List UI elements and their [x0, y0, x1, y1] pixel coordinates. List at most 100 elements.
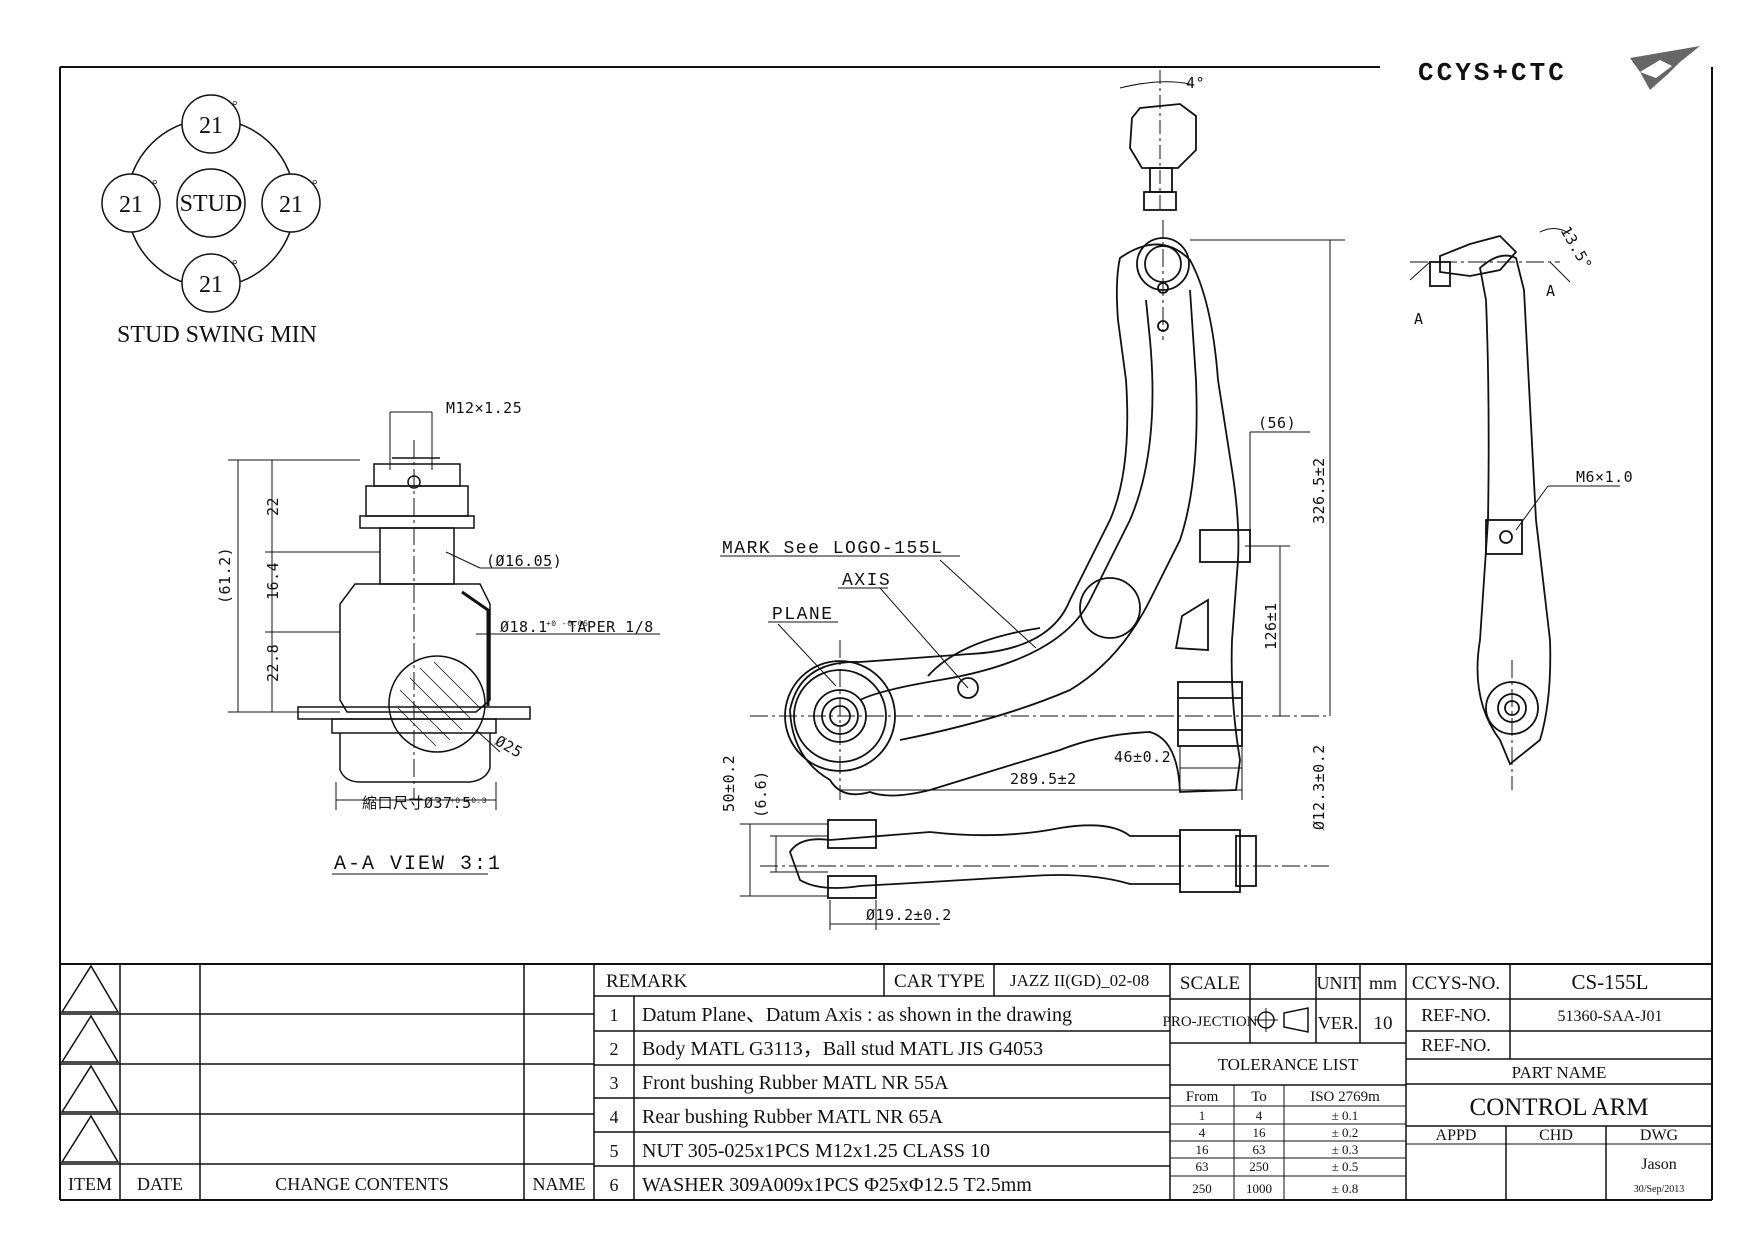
remark-title: REMARK [606, 971, 688, 992]
stud-swing-diagram [101, 94, 321, 313]
tol-header-iso: ISO 2769m [1310, 1089, 1380, 1105]
dwg-date: 30/Sep/2013 [1634, 1184, 1685, 1195]
dim-dia-12-3: Ø12.3±0.2 [1310, 744, 1328, 830]
plane-note: PLANE [772, 605, 834, 625]
mark-note: MARK See LOGO-155L [722, 539, 943, 559]
stud-swing-labels: STUD 21 21 21 21 ° ° ° ° STUD SWING MIN [117, 99, 318, 348]
tol-row5-from: 250 [1192, 1181, 1212, 1196]
part-name-value: CONTROL ARM [1470, 1094, 1649, 1121]
remark-no-4: 4 [610, 1107, 619, 1127]
tol-row1-from: 1 [1199, 1108, 1206, 1123]
side-view-dimensions: 50±0.2 (6.6) Ø19.2±0.2 [720, 755, 952, 924]
tol-row2-to: 16 [1253, 1125, 1267, 1140]
dwg-name: Jason [1641, 1156, 1677, 1173]
remark-no-5: 5 [610, 1141, 619, 1161]
axis-note: AXIS [842, 571, 891, 591]
dim-m6: M6×1.0 [1576, 468, 1633, 486]
remark-no-2: 2 [610, 1039, 619, 1059]
tol-row3-from: 16 [1196, 1142, 1210, 1157]
info-block [1170, 964, 1407, 1200]
tol-row4-to: 250 [1249, 1159, 1269, 1174]
tol-row1-iso: ± 0.1 [1332, 1108, 1359, 1123]
title-block-text: CCYS-NO. CS-155L REF-NO. 51360-SAA-J01 R… [1412, 970, 1684, 1195]
projection-label: PRO-JECTION [1162, 1014, 1257, 1030]
dim-crimp: 縮口尺寸Ø37.5 [362, 794, 472, 812]
drawing-border [59, 66, 1713, 1201]
remark-text-2: Body MATL G3113，Ball stud MATL JIS G4053 [642, 1038, 1043, 1060]
dim-6-6: (6.6) [752, 770, 770, 818]
rev-header-name: NAME [533, 1174, 586, 1194]
ccys-no-value: CS-155L [1571, 970, 1648, 994]
tolerance-rows: 1 4 ± 0.1 4 16 ± 0.2 16 63 ± 0.3 63 250 … [1192, 1108, 1358, 1196]
remark-text-1: Datum Plane、Datum Axis : as shown in the… [642, 1004, 1072, 1026]
swing-angle-top: 21 [199, 113, 223, 139]
remark-no-6: 6 [610, 1175, 619, 1195]
dim-126: 126±1 [1262, 602, 1280, 650]
remarks-items: 1 Datum Plane、Datum Axis : as shown in t… [610, 1004, 1072, 1196]
dim-dia-19-2: Ø19.2±0.2 [866, 906, 952, 924]
control-arm-right-view [1409, 228, 1620, 790]
stud-swing-caption: STUD SWING MIN [117, 322, 317, 348]
tol-header-to: To [1251, 1089, 1267, 1105]
car-type-value: JAZZ II(GD)_02-08 [1010, 971, 1149, 990]
swing-angle-bottom: 21 [199, 272, 223, 298]
dim-crimp-tol: +0 -0.3 [450, 797, 487, 806]
revision-table-headers: ITEM DATE CHANGE CONTENTS NAME [68, 1174, 586, 1194]
section-marker-left: A [1414, 310, 1424, 328]
degree-mark-left: ° [152, 178, 158, 193]
rev-header-change-contents: CHANGE CONTENTS [275, 1174, 449, 1194]
info-block-text: SCALE UNIT mm PRO-JECTION VER. 10 TOLERA… [1162, 973, 1397, 1196]
dim-overall-height: (61.2) [216, 547, 234, 604]
section-marker-right: A [1546, 282, 1556, 300]
dim-46: 46±0.2 [1114, 748, 1171, 766]
remarks-header: REMARK CAR TYPE JAZZ II(GD)_02-08 [606, 971, 1149, 992]
ccys-no-label: CCYS-NO. [1412, 973, 1500, 994]
remark-text-4: Rear bushing Rubber MATL NR 65A [642, 1106, 943, 1128]
remark-no-3: 3 [610, 1073, 619, 1093]
brand-logo: CCYS+CTC [1418, 46, 1700, 90]
remark-text-3: Front bushing Rubber MATL NR 55A [642, 1072, 949, 1094]
remark-text-5: NUT 305-025x1PCS M12x1.25 CLASS 10 [642, 1140, 990, 1162]
swing-angle-left: 21 [119, 192, 143, 218]
degree-mark-top: ° [232, 99, 238, 114]
stud-label: STUD [180, 191, 243, 217]
dim-h22-8: 22.8 [264, 644, 282, 682]
tol-row1-to: 4 [1256, 1108, 1263, 1123]
tol-row5-iso: ± 0.8 [1332, 1181, 1359, 1196]
tol-header-from: From [1186, 1089, 1219, 1105]
section-view-drawing [228, 411, 660, 810]
ref-no-value: 51360-SAA-J01 [1558, 1008, 1663, 1025]
tol-row4-iso: ± 0.5 [1332, 1159, 1359, 1174]
dim-326-5: 326.5±2 [1310, 457, 1328, 524]
section-view-dimensions: M12×1.25 (61.2) 22 16.4 22.8 (Ø16.05) Ø1… [216, 399, 654, 876]
dim-dia-16-05: (Ø16.05) [486, 552, 562, 570]
dim-side-angle: 13.5° [1557, 223, 1596, 273]
unit-label: UNIT [1317, 973, 1360, 993]
brand-logo-text: CCYS+CTC [1418, 58, 1567, 88]
tol-row3-iso: ± 0.3 [1332, 1142, 1359, 1157]
swing-angle-right: 21 [279, 192, 303, 218]
title-block [1406, 964, 1712, 1200]
control-arm-side-view [740, 819, 1330, 930]
control-arm-main-view [720, 70, 1345, 800]
car-type-label: CAR TYPE [894, 971, 985, 992]
dim-dia-25: Ø25 [492, 732, 526, 762]
revision-table [60, 964, 595, 1200]
dwg-label: DWG [1640, 1127, 1679, 1144]
dim-taper: TAPER 1/8 [568, 618, 654, 636]
first-angle-projection-icon [1254, 1007, 1309, 1033]
dim-dia-18-1: Ø18.1 [500, 618, 548, 636]
tol-row2-iso: ± 0.2 [1332, 1125, 1359, 1140]
rev-header-item: ITEM [68, 1174, 112, 1194]
unit-value: mm [1369, 973, 1397, 993]
remark-text-6: WASHER 309A009x1PCS Φ25xΦ12.5 T2.5mm [642, 1174, 1032, 1196]
remarks-table [594, 964, 1171, 1200]
tolerance-title: TOLERANCE LIST [1218, 1055, 1359, 1074]
dim-dia-18-1-tol: +0 -0.05 [546, 620, 588, 629]
dim-56: (56) [1258, 414, 1296, 432]
dim-h16-4: 16.4 [264, 562, 282, 600]
part-name-label: PART NAME [1512, 1063, 1607, 1082]
remark-no-1: 1 [610, 1005, 619, 1025]
